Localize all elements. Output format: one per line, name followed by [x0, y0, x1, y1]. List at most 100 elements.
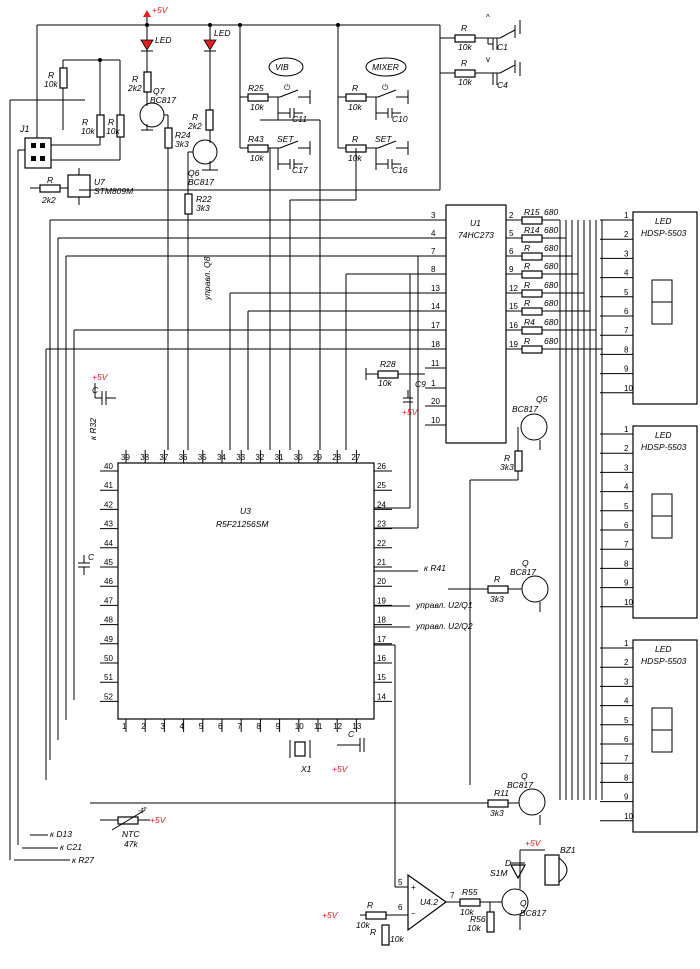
r43-ref: R43	[248, 134, 264, 144]
buzzer-label: BZ1	[560, 845, 576, 855]
r-q6-ref: R	[192, 112, 198, 122]
q-mid-ref: Q	[522, 558, 529, 568]
r-q5-val: 3k3	[500, 462, 514, 472]
r22-ref: R22	[196, 194, 212, 204]
q-mid-part: BC817	[510, 567, 536, 577]
u3-pin-label: 9	[276, 722, 281, 731]
r-j1c-ref: R	[108, 117, 114, 127]
display-pin-label: 8	[624, 559, 629, 568]
display-part: HDSP-5503	[641, 228, 687, 238]
seg-lower	[651, 515, 673, 539]
seg-resistor-ref: R14	[524, 225, 540, 235]
u1-pin-label: 6	[509, 247, 514, 256]
u3-pin-label: 37	[159, 453, 168, 462]
r-q7-val: 2k2	[127, 83, 142, 93]
note-u2q2: управл. U2/Q2	[415, 621, 473, 631]
mixer-set-switches: MIXER R 10k ⏻ C10 R 10k SET C16	[290, 25, 409, 201]
seg-resistor	[521, 326, 543, 335]
u7-part: STM809M	[94, 186, 134, 196]
u3-pin-label: 45	[104, 558, 113, 567]
r-mix-val: 10k	[348, 102, 362, 112]
note-k-r32: к R32	[88, 418, 98, 440]
u1-pin-label: 12	[509, 284, 518, 293]
ntc-sensor: -t° NTC 47k +5V	[100, 805, 167, 849]
j1-connector: J1 R 10k R 10k R 10k	[9, 58, 125, 860]
u1-pin-label: 16	[509, 321, 518, 330]
r25-val: 10k	[250, 102, 264, 112]
crystal-label: X1	[300, 764, 312, 774]
display-pin-label: 1	[624, 211, 629, 220]
opamp-pin7: 7	[450, 891, 455, 900]
c-bottom-label: C	[348, 729, 355, 739]
seg-resistor-val: 680	[544, 225, 558, 235]
seg-resistor	[521, 307, 543, 316]
seg-lower	[651, 301, 673, 325]
display-type: LED	[655, 644, 672, 654]
digit-drivers: Q5 BC817 R 3k3 Q BC817 R 3k3 Q BC817 R11…	[90, 394, 549, 825]
u3-pin-label: 27	[351, 453, 360, 462]
u1-pin-label: 13	[431, 284, 440, 293]
seg-resistor-val: 680	[544, 243, 558, 253]
arrow-down: v	[486, 55, 490, 64]
u7-ref: U7	[94, 177, 105, 187]
seg-resistor-ref: R	[524, 336, 530, 346]
display-type: LED	[655, 216, 672, 226]
u3-pin-label: 34	[217, 453, 226, 462]
u3-pin-label: 41	[104, 481, 113, 490]
display-pin-label: 6	[624, 307, 629, 316]
seg-resistor	[521, 289, 543, 298]
r55-val: 10k	[460, 907, 474, 917]
seg-lower	[651, 729, 673, 753]
seg-resistor-ref: R4	[524, 317, 535, 327]
u3-pin-label: 18	[377, 616, 386, 625]
r-set-ref: R	[352, 134, 358, 144]
u3-pin-label: 1	[122, 722, 127, 731]
q6-ref: Q6	[188, 168, 200, 178]
u3-pin-label: 24	[377, 500, 386, 509]
display-pin-label: 1	[624, 639, 629, 648]
u3-ref: U3	[240, 506, 251, 516]
u3-pin-label: 49	[104, 635, 113, 644]
display-pin-label: 6	[624, 735, 629, 744]
u3-pin-label: 39	[121, 453, 130, 462]
r-opa-ref: R	[367, 900, 373, 910]
led2-label: LED	[214, 28, 231, 38]
q5-part: BC817	[512, 404, 538, 414]
display-pin-label: 7	[624, 754, 629, 763]
u3-pin-label: 46	[104, 577, 113, 586]
seg-resistor-ref: R	[524, 261, 530, 271]
display-pin-label: 10	[624, 812, 633, 821]
led-q7-group: LED R 2k2 Q7 BC817 R24 3k3	[127, 25, 191, 450]
r-u7-ref: R	[47, 175, 53, 185]
seg-resistor-val: 680	[544, 280, 558, 290]
seg-resistor-val: 680	[544, 261, 558, 271]
seg-resistor	[521, 234, 543, 243]
note-k-c21: к C21	[60, 842, 82, 852]
seg-resistor-ref: R15	[524, 207, 540, 217]
u3-pin-label: 30	[294, 453, 303, 462]
u3-pin-label: 31	[275, 453, 284, 462]
r-qm-ref: R	[494, 574, 500, 584]
led-q6-group: LED R 2k2 Q6 BC817 R22 3k3	[184, 25, 231, 450]
u1-pin-label: 10	[431, 416, 440, 425]
plus5v-bottom: +5V	[332, 764, 349, 774]
r-q7-ref: R	[132, 74, 138, 84]
seg-resistor	[521, 216, 543, 225]
q-low-part: BC817	[507, 780, 533, 790]
u3-pin-label: 35	[198, 453, 207, 462]
r-q6-val: 2k2	[187, 121, 202, 131]
q7-part: BC817	[150, 95, 176, 105]
u3-pin-label: 22	[377, 539, 386, 548]
u3-pin-label: 33	[236, 453, 245, 462]
opamp-plus: +	[411, 883, 416, 892]
r-opb-val: 10k	[390, 934, 404, 944]
note-upr-q8: управл. Q8	[202, 256, 212, 301]
seg-resistor-ref: R	[524, 243, 530, 253]
vib-power-symbol: ⏻	[284, 83, 291, 92]
q-low-ref: Q	[521, 771, 528, 781]
u1-pin-label: 11	[431, 359, 440, 368]
ntc-theta: -t°	[138, 805, 147, 815]
opamp-ref: U4.2	[420, 897, 438, 907]
u3-pin-label: 21	[377, 558, 386, 567]
